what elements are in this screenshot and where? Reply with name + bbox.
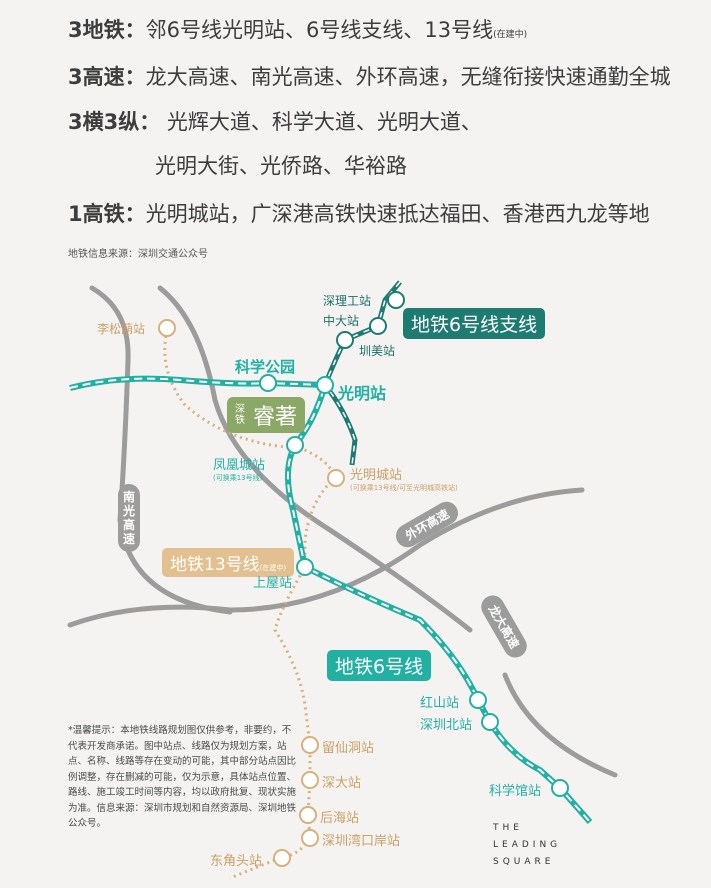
source-note: 地铁信息来源：深圳交通公众号 bbox=[68, 249, 208, 260]
station-note: (可换乘13号线/可至光明城高铁站) bbox=[350, 484, 458, 492]
station-houhai: 后海站 bbox=[320, 811, 360, 826]
highlight-key: 3横3纵： bbox=[68, 110, 161, 134]
station-icon bbox=[469, 691, 487, 709]
highlight-text: 光辉大道、科学大道、光明大道、 bbox=[166, 110, 482, 134]
road-diagonal bbox=[157, 285, 473, 633]
highlight-text: 光明城站，广深港高铁快速抵达福田、香港西九龙等地 bbox=[145, 202, 650, 226]
highlight-key: 1高铁： bbox=[68, 202, 146, 226]
highlight-expressway: 3高速：龙大高速、南光高速、外环高速，无缝衔接快速通勤全城 bbox=[68, 61, 671, 91]
station-fenghuangcheng: 凤凰城站(可换乘13号线) bbox=[213, 454, 265, 483]
station-shenligong: 深理工站 bbox=[323, 294, 372, 308]
station-hongshan: 红山站 bbox=[420, 696, 460, 711]
highlight-key: 3高速： bbox=[68, 65, 146, 89]
transfer-icon bbox=[296, 558, 314, 576]
station-kexueguan: 科学馆站 bbox=[489, 784, 542, 799]
station-icon bbox=[551, 779, 569, 797]
station-icon bbox=[316, 376, 334, 394]
line6-branch-route bbox=[322, 280, 402, 466]
project-prefix: 深铁 bbox=[235, 404, 245, 426]
station-icon bbox=[387, 291, 405, 309]
line13-route bbox=[163, 329, 337, 880]
station-guangming: 光明站 bbox=[338, 384, 387, 403]
line6-label: 地铁6号线 bbox=[327, 650, 432, 681]
station-kexuegongyuan: 科学公园 bbox=[235, 358, 296, 376]
station-zhenmei: 圳美站 bbox=[359, 344, 396, 358]
station-icon bbox=[299, 806, 317, 824]
transfer-icon bbox=[286, 436, 304, 454]
station-shenzhenwan: 深圳湾口岸站 bbox=[322, 834, 401, 849]
station-liuxiandong: 留仙洞站 bbox=[322, 741, 375, 756]
transfer-icon bbox=[327, 469, 345, 487]
station-icon bbox=[301, 771, 319, 789]
station-name: 光明城站 bbox=[350, 468, 403, 483]
station-icon bbox=[301, 736, 319, 754]
highlight-metro: 3地铁：邻6号线光明站、6号线支线、13号线(在建中) bbox=[68, 14, 527, 44]
station-icon bbox=[259, 374, 277, 392]
highlight-text: 邻6号线光明站、6号线支线、13号线 bbox=[145, 18, 494, 42]
project-name: 睿著 bbox=[253, 405, 298, 430]
highlight-note: (在建中) bbox=[493, 30, 528, 40]
brand-line: THE bbox=[493, 823, 523, 833]
road-tag-nanguang: 南光高速 bbox=[118, 484, 140, 552]
station-icon bbox=[301, 829, 319, 847]
line13-name: 地铁13号线 bbox=[170, 555, 260, 575]
station-shenzhenbei: 深圳北站 bbox=[420, 718, 473, 733]
station-dongjiaotou: 东角头站 bbox=[210, 854, 263, 869]
road-nanguang bbox=[89, 285, 233, 615]
station-name: 凤凰城站 bbox=[213, 458, 266, 473]
highlight-key: 3地铁： bbox=[68, 18, 146, 42]
brand-line: LEADING bbox=[493, 840, 562, 850]
station-icon bbox=[369, 317, 387, 335]
station-note: (可换乘13号线) bbox=[213, 474, 263, 482]
brand-line: SQUARE bbox=[493, 857, 555, 867]
station-icon bbox=[273, 849, 291, 867]
station-guangmingcheng: 光明城站(可换乘13号线/可至光明城高铁站) bbox=[350, 464, 458, 493]
road-waihuan bbox=[67, 487, 585, 628]
station-icon bbox=[336, 331, 354, 349]
line13-label: 地铁13号线(在建中) bbox=[162, 548, 295, 577]
line6-branch-label: 地铁6号线支线 bbox=[403, 308, 546, 339]
highlight-hsr: 1高铁：光明城站，广深港高铁快速抵达福田、香港西九龙等地 bbox=[68, 198, 650, 228]
disclaimer: *温馨提示：本地铁线路规划图仅供参考，非要约，不代表开发商承诺。图中站点、线路仅… bbox=[68, 725, 297, 829]
highlight-text: 龙大高速、南光高速、外环高速，无缝衔接快速通勤全城 bbox=[145, 65, 671, 89]
station-icon bbox=[481, 713, 499, 731]
highlight-roads: 3横3纵： 光辉大道、科学大道、光明大道、 bbox=[68, 106, 482, 136]
station-shenda: 深大站 bbox=[322, 776, 362, 791]
road-longda bbox=[502, 672, 618, 778]
station-zhongda: 中大站 bbox=[323, 314, 360, 328]
station-lisonglang: 李松蓢站 bbox=[97, 322, 146, 336]
line13-note: (在建中) bbox=[259, 564, 287, 572]
station-shangwu: 上屋站 bbox=[253, 576, 293, 591]
project-badge: 深铁睿著 bbox=[227, 397, 306, 433]
highlight-roads-cont: 光明大街、光侨路、华裕路 bbox=[155, 154, 407, 178]
station-icon bbox=[158, 319, 176, 337]
brand-logo: THE LEADING SQUARE bbox=[493, 820, 561, 871]
